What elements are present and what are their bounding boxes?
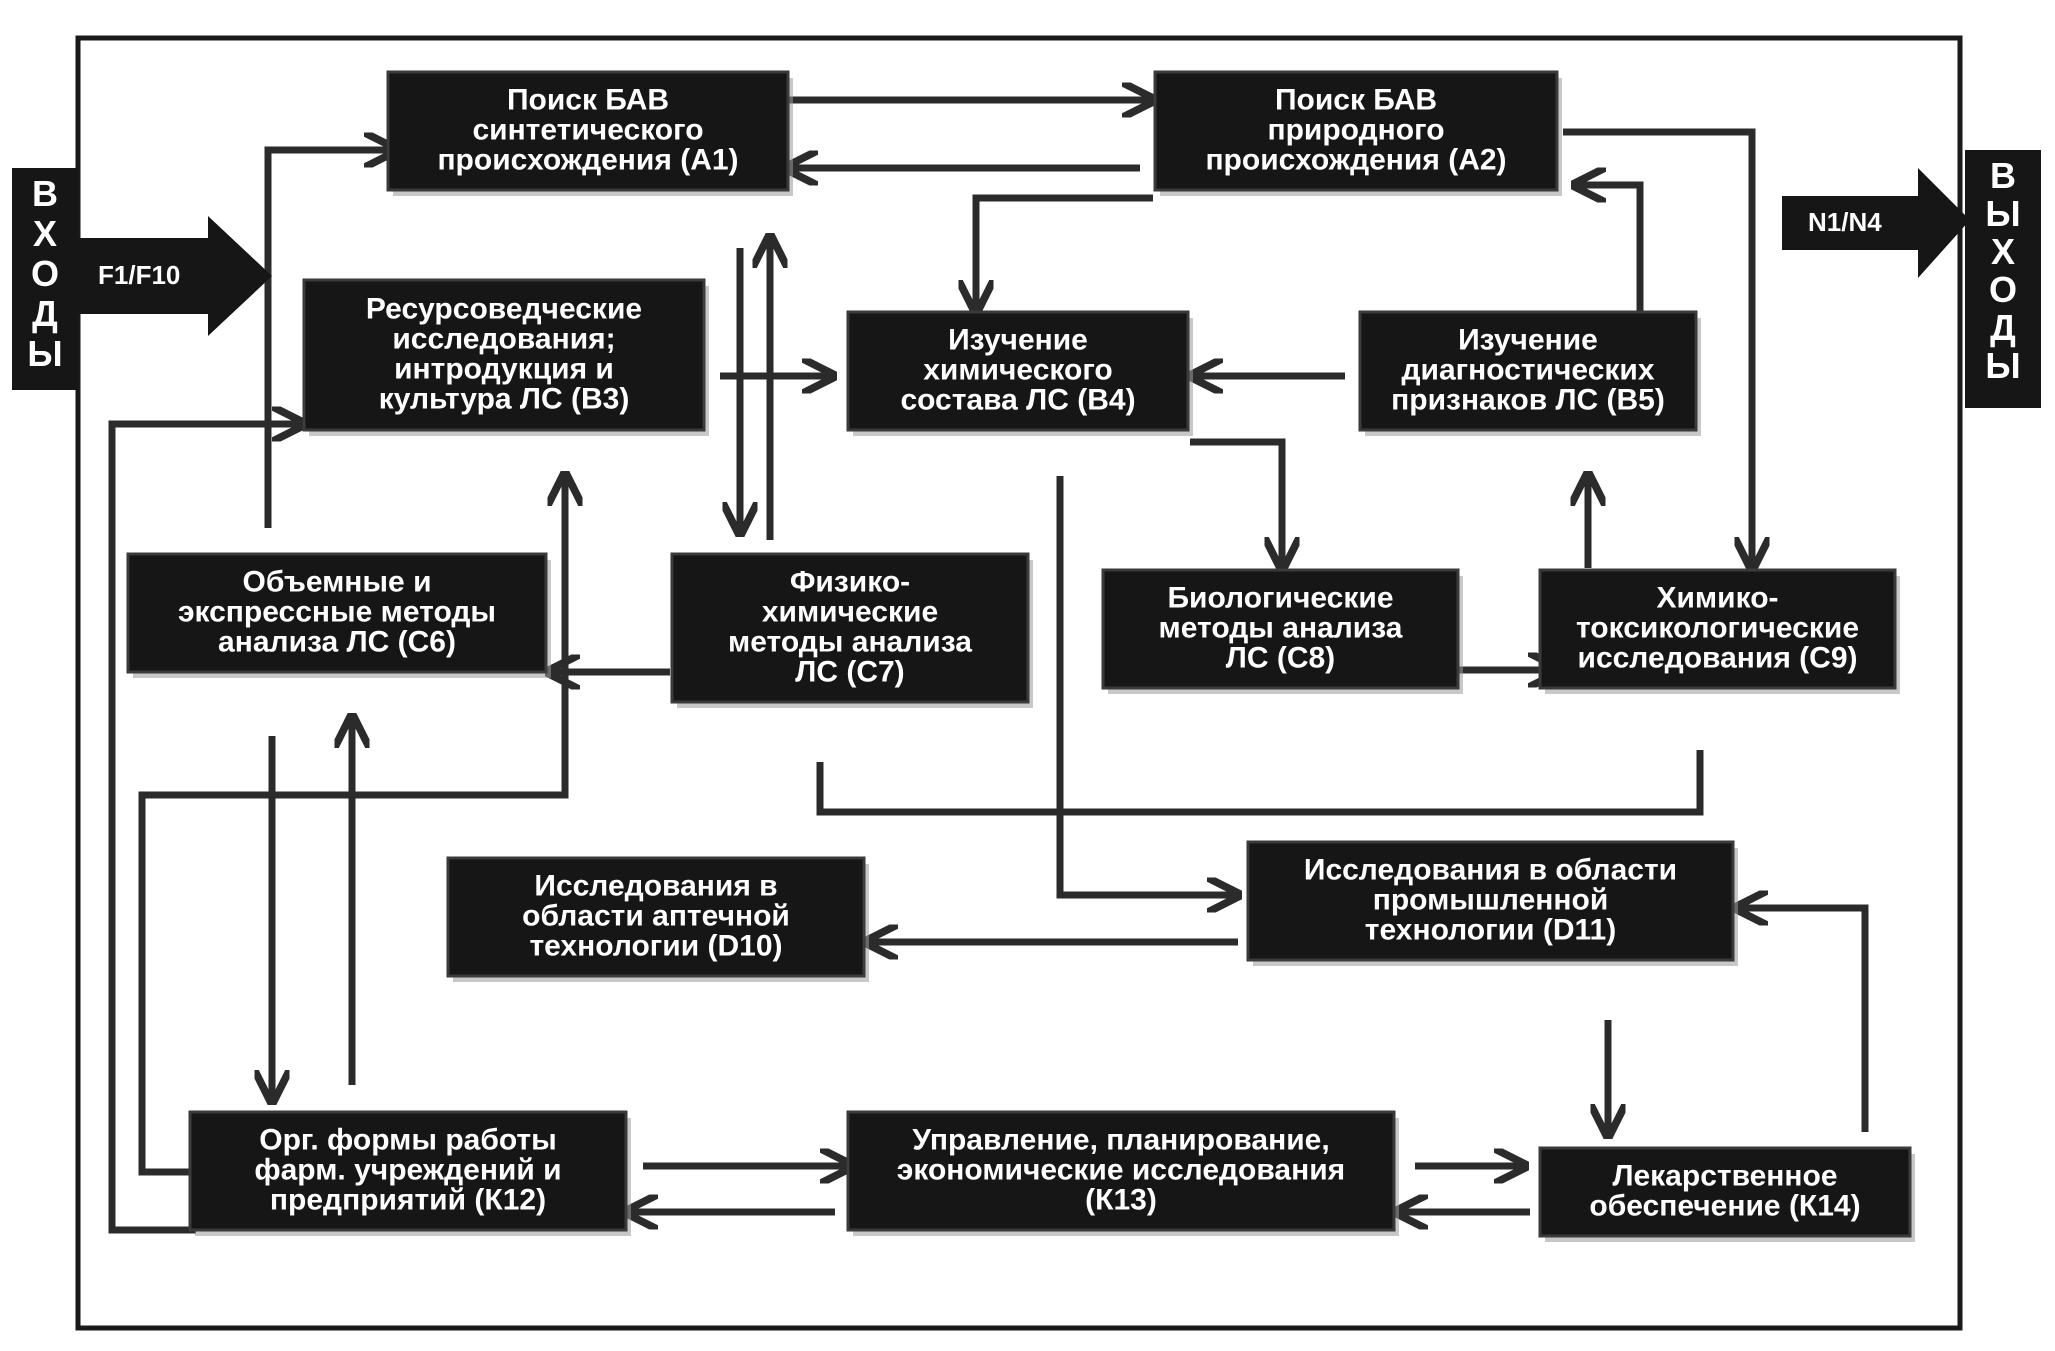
block-c9-box [1538, 568, 1897, 690]
block-b5-label-line: Изучение [1458, 323, 1598, 356]
outputs-arrow-label: N1/N4 [1808, 207, 1882, 237]
block-c7-label-line: ЛС (С7) [795, 655, 904, 688]
block-c9-label-line: исследования (С9) [1578, 641, 1858, 674]
inputs-side-bar [12, 168, 78, 390]
block-k12-box [188, 1110, 628, 1232]
block-c7-box [670, 552, 1030, 704]
block-d11-label-line: технологии (D11) [1365, 913, 1616, 946]
inputs-arrow-label: F1/F10 [98, 260, 180, 290]
connector-k12-to-b3-inner [138, 478, 565, 1176]
connector-b4-to-c8 [1190, 438, 1282, 565]
inputs-arrow [78, 216, 272, 336]
block-d11-label-line: Исследования в области [1304, 853, 1677, 886]
block-a1-label-line: происхождения (А1) [437, 143, 738, 176]
block-k14-label-line: обеспечение (К14) [1589, 1189, 1860, 1222]
block-b4-label-line: Изучение [948, 323, 1088, 356]
block-a2-box [1153, 70, 1559, 192]
block-c6-label-line: анализа ЛС (С6) [218, 625, 456, 658]
block-c7-label-line: методы анализа [728, 625, 972, 658]
block-c8-label-line: Биологические [1167, 581, 1393, 614]
connector-a2-to-c9 [1563, 128, 1752, 565]
block-c9-label-line: токсикологические [1576, 611, 1859, 644]
block-d10-label-line: области аптечной [522, 899, 790, 932]
connector-a2-to-b4 [976, 194, 1153, 308]
block-k14-label-line: Лекарственное [1612, 1159, 1837, 1192]
block-k14-box [1538, 1146, 1912, 1238]
block-d10-label-line: технологии (D10) [529, 929, 782, 962]
connector-input-to-a1 [264, 150, 392, 528]
block-b4-label-line: химического [923, 353, 1113, 386]
block-b3-label-line: исследования; [392, 322, 615, 355]
connector-k14-to-d11 [1740, 908, 1869, 1132]
block-d11: Исследования в областипромышленнойтехнол… [1246, 840, 1738, 966]
block-k12-label-line: предприятий (К12) [270, 1183, 546, 1216]
outputs-arrow [1782, 168, 1970, 278]
block-c7-label-line: химические [762, 595, 938, 628]
block-c6-label-line: экспрессные методы [178, 595, 496, 628]
block-b5-label-line: диагностических [1401, 353, 1654, 386]
block-k13-label-line: Управление, планирование, [912, 1123, 1329, 1156]
block-d10-box [446, 856, 866, 978]
connector-b5-to-a2 [1578, 185, 1644, 312]
block-k13-box [846, 1110, 1396, 1232]
outer-frame [75, 35, 1963, 1331]
block-c8-label-line: методы анализа [1159, 611, 1403, 644]
connector-b4-to-d11 [1056, 476, 1235, 895]
block-d11-box [1246, 840, 1735, 962]
block-k12-label-line: Орг. формы работы [259, 1123, 557, 1156]
block-k13: Управление, планирование,экономические и… [846, 1110, 1399, 1236]
block-c8-box [1101, 568, 1460, 690]
block-b3-label-line: культура ЛС (В3) [379, 382, 630, 415]
block-b3-label-line: Ресурсоведческие [366, 292, 642, 325]
block-k12-label-line: фарм. учреждений и [254, 1153, 561, 1186]
block-c6-box [126, 552, 548, 674]
block-k13-label-line: (К13) [1085, 1183, 1157, 1216]
block-d10-label-line: Исследования в [534, 869, 777, 902]
connector-k12-to-b3 [108, 424, 300, 1234]
block-b5-label-line: признаков ЛС (В5) [1391, 383, 1665, 416]
block-a1-box [386, 70, 790, 192]
outputs-side-bar [1965, 150, 2041, 408]
block-a1-label-line: Поиск БАВ [507, 83, 669, 116]
block-b4-box [846, 310, 1190, 432]
connector-bracket-c7-c9 [816, 750, 1704, 816]
block-a2-label-line: природного [1267, 113, 1444, 146]
block-d11-label-line: промышленной [1373, 883, 1609, 916]
block-a1-label-line: синтетического [472, 113, 703, 146]
block-c8-label-line: ЛС (С8) [1226, 641, 1335, 674]
block-b3-label-line: интродукция и [394, 352, 614, 385]
connector-layer [108, 100, 1869, 1234]
block-c6-label-line: Объемные и [242, 565, 431, 598]
block-c7-label-line: Физико- [790, 565, 910, 598]
block-c9-label-line: Химико- [1656, 581, 1778, 614]
block-a2-label-line: происхождения (А2) [1205, 143, 1506, 176]
block-b5-box [1358, 310, 1698, 432]
block-k13-label-line: экономические исследования [897, 1153, 1345, 1186]
block-b4-label-line: состава ЛС (В4) [900, 383, 1135, 416]
block-b3-box [302, 278, 706, 432]
block-a2-label-line: Поиск БАВ [1275, 83, 1437, 116]
block-b3: Ресурсоведческиеисследования;интродукция… [302, 278, 709, 436]
